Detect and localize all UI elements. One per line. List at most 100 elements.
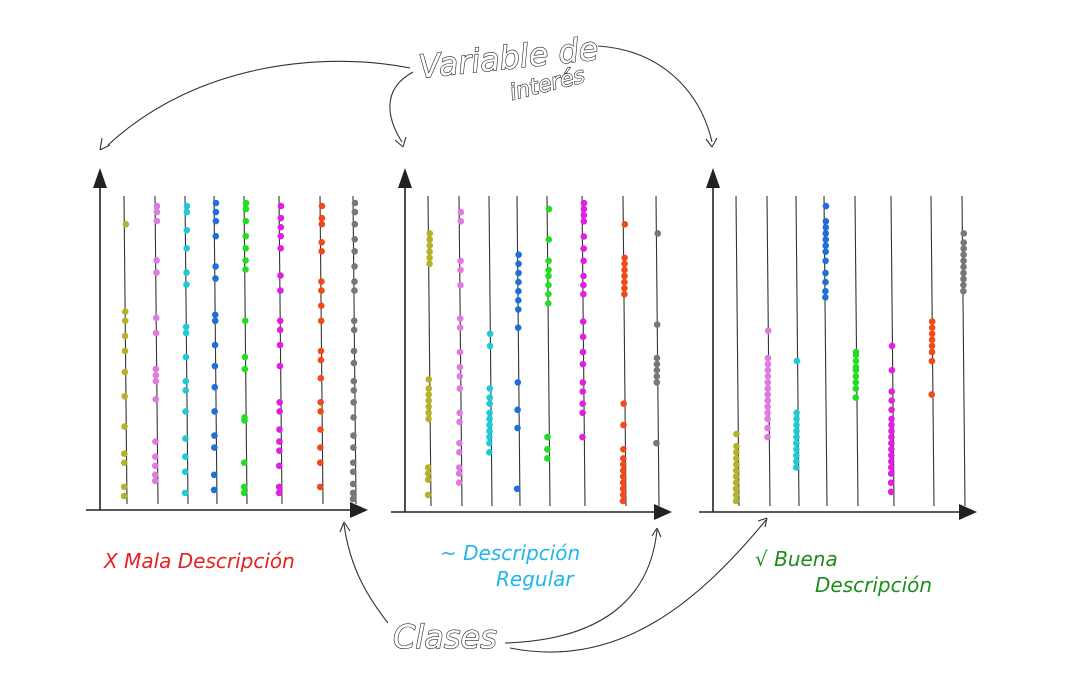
data-point: [764, 415, 771, 423]
data-point: [515, 251, 522, 258]
data-point: [928, 336, 936, 344]
data-point: [619, 479, 627, 487]
data-point: [764, 327, 772, 335]
data-point: [152, 396, 159, 403]
class-column: [544, 195, 553, 507]
data-point: [457, 208, 465, 216]
data-point: [456, 315, 464, 322]
x-axis-arrowhead: [654, 504, 672, 520]
data-point: [545, 290, 552, 298]
data-point: [425, 409, 432, 417]
data-point: [276, 438, 283, 445]
x-axis-arrowhead: [350, 502, 368, 518]
data-point: [317, 347, 325, 355]
data-point: [621, 290, 628, 298]
data-point: [619, 485, 627, 493]
data-point: [545, 272, 552, 280]
data-point: [182, 435, 189, 442]
data-point: [277, 272, 284, 279]
data-point: [619, 497, 627, 505]
data-point: [424, 470, 432, 477]
data-point: [960, 251, 967, 258]
data-point: [426, 236, 434, 243]
x-axis-arrowhead: [959, 504, 977, 520]
data-point: [620, 455, 627, 462]
data-point: [888, 415, 895, 423]
data-point: [240, 459, 248, 467]
panel-caption: Regular: [496, 567, 575, 591]
class-column: [653, 195, 662, 507]
data-point: [579, 348, 587, 356]
data-point: [349, 459, 357, 467]
data-point: [153, 257, 160, 264]
data-point: [276, 362, 284, 370]
data-point: [349, 495, 357, 503]
classes-label: Clases: [393, 618, 497, 656]
data-point: [317, 426, 324, 433]
data-point: [579, 318, 587, 325]
data-point: [211, 362, 219, 370]
variable-arrows: [99, 45, 718, 151]
data-point: [888, 439, 895, 447]
data-point: [960, 245, 967, 252]
data-point: [579, 409, 586, 417]
data-point: [276, 399, 283, 406]
data-point: [579, 360, 587, 368]
data-point: [514, 324, 522, 332]
data-point: [318, 287, 325, 294]
arrowhead-classes-3: [757, 517, 768, 528]
data-point: [318, 202, 326, 210]
data-point: [183, 269, 190, 276]
data-point: [793, 452, 800, 459]
data-point: [241, 353, 249, 361]
data-point: [275, 462, 283, 470]
class-guide-line: [655, 195, 660, 507]
data-point: [211, 317, 219, 325]
data-point: [960, 281, 967, 289]
data-point: [318, 278, 325, 285]
class-column: [120, 195, 130, 505]
data-point: [514, 379, 522, 386]
data-point: [121, 368, 129, 376]
data-point: [793, 446, 800, 453]
captions-group: X Mala Descripción~ DescripciónRegular√ …: [103, 541, 932, 597]
class-column: [732, 195, 740, 507]
data-point: [620, 421, 627, 429]
data-point: [350, 444, 357, 451]
panel-bad: [86, 168, 368, 518]
data-point: [515, 269, 522, 277]
data-point: [426, 260, 433, 268]
data-point: [653, 354, 661, 362]
data-point: [888, 427, 895, 435]
data-point: [793, 427, 800, 435]
data-point: [182, 387, 190, 394]
data-point: [456, 409, 463, 417]
data-point: [928, 391, 936, 398]
data-point: [210, 471, 218, 479]
class-column: [513, 195, 522, 507]
data-point: [152, 453, 159, 461]
class-column: [210, 195, 220, 505]
data-point: [350, 347, 358, 355]
data-point: [351, 263, 358, 270]
data-point: [318, 302, 325, 310]
data-point: [822, 230, 830, 237]
data-point: [764, 433, 771, 441]
data-point: [764, 409, 771, 417]
data-point: [544, 446, 551, 453]
data-point: [486, 427, 493, 435]
data-point: [182, 408, 189, 415]
class-column: [424, 195, 434, 507]
data-point: [852, 351, 860, 359]
class-column: [316, 195, 326, 505]
data-point: [276, 426, 283, 433]
data-point: [426, 254, 433, 262]
data-point: [456, 418, 463, 426]
data-point: [120, 492, 128, 500]
data-point: [764, 366, 772, 374]
data-point: [619, 467, 627, 474]
data-point: [822, 294, 829, 301]
data-point: [121, 450, 128, 458]
class-column: [764, 195, 772, 507]
data-point: [580, 205, 588, 213]
